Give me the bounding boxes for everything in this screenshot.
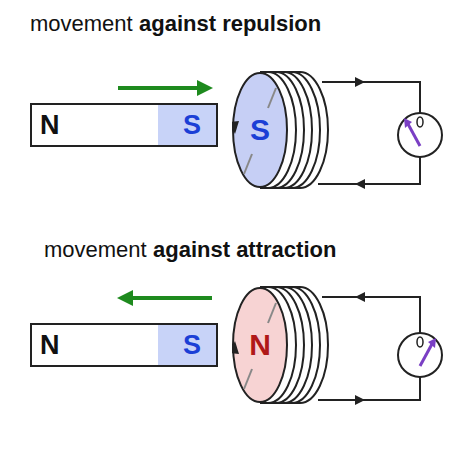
current-arrow xyxy=(355,395,365,405)
current-arrow xyxy=(355,179,365,189)
heading-text: against repulsion xyxy=(139,12,321,36)
motion-arrow xyxy=(118,86,205,90)
pole-letter: N xyxy=(40,325,60,365)
pole-letter: N xyxy=(40,105,60,145)
current-arrow xyxy=(355,292,365,302)
heading-text: against attraction xyxy=(153,238,336,262)
pole-letter: S xyxy=(183,105,201,145)
bar-magnet: NS xyxy=(30,103,218,147)
heading-text: movement xyxy=(30,12,133,36)
coil-face: S xyxy=(232,72,288,188)
bar-magnet: NS xyxy=(30,323,218,367)
heading-text: movement xyxy=(44,238,147,262)
coil-face: N xyxy=(232,287,288,403)
current-arrow xyxy=(355,77,365,87)
pole-letter: S xyxy=(232,72,288,188)
galvanometer xyxy=(398,333,442,377)
motion-arrow xyxy=(125,296,212,300)
pole-letter: N xyxy=(232,287,288,403)
galvanometer xyxy=(398,113,442,157)
pole-letter: S xyxy=(183,325,201,365)
